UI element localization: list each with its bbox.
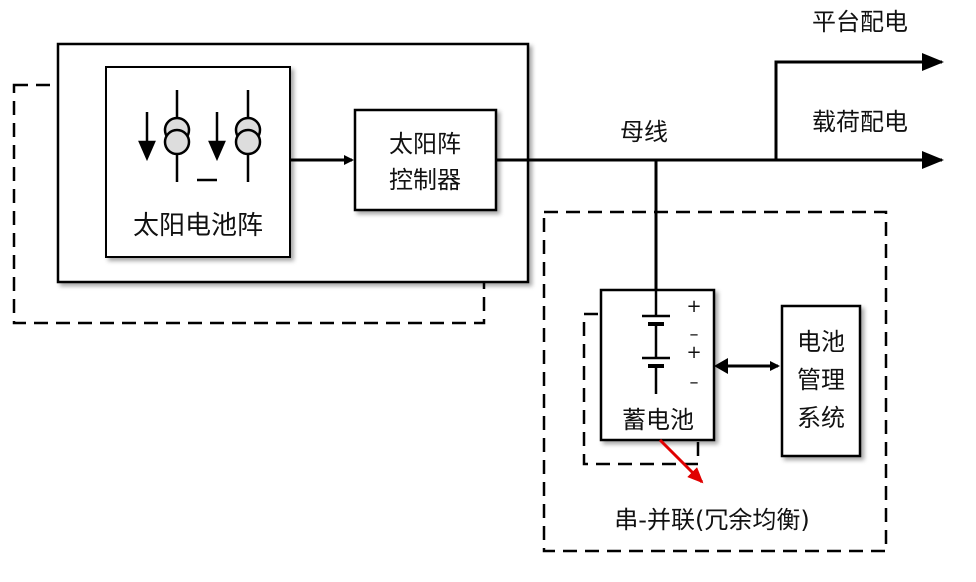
bus-label: 母线 xyxy=(620,118,668,146)
battery-minus-bottom: – xyxy=(690,372,699,393)
solar-array-box xyxy=(105,66,291,258)
red-arrow xyxy=(658,438,704,484)
load-power-label: 载荷配电 xyxy=(812,108,908,136)
battery-label: 蓄电池 xyxy=(622,406,694,434)
controller-label-line2: 控制器 xyxy=(389,166,461,194)
solar-cell-icon xyxy=(208,90,262,182)
redundancy-note: 串-并联(冗余均衡) xyxy=(614,506,809,534)
controller-label-line1: 太阳阵 xyxy=(389,130,461,158)
bms-label-line2: 管理 xyxy=(797,366,845,394)
bms-box xyxy=(780,304,862,458)
battery-cell-icon xyxy=(642,290,670,394)
solar-cell-icon xyxy=(138,90,191,182)
bms-label-line1: 电池 xyxy=(797,328,845,356)
bms-label-line3: 系统 xyxy=(797,404,845,432)
battery-minus-mid: – xyxy=(690,324,699,345)
solar-controller-box xyxy=(353,108,498,212)
battery-plus-top: + xyxy=(686,296,701,317)
solar-array-label: 太阳电池阵 xyxy=(133,211,263,241)
platform-power-branch xyxy=(774,53,944,160)
double-arrow-left-head xyxy=(714,358,728,374)
redundancy-dashed-box xyxy=(542,210,888,553)
battery-plus-mid: + xyxy=(686,342,701,363)
platform-power-label: 平台配电 xyxy=(812,8,908,36)
